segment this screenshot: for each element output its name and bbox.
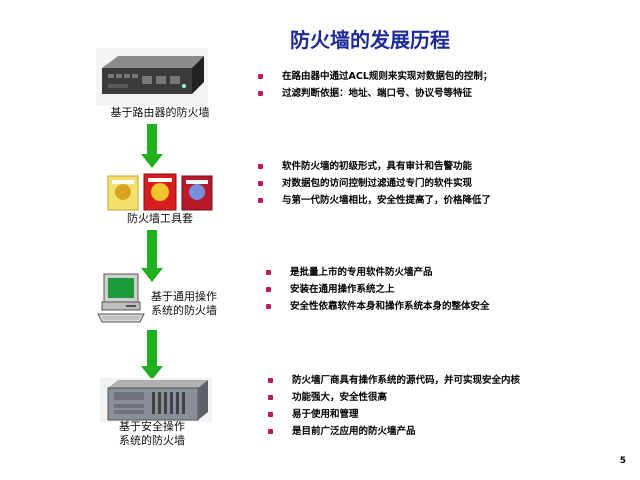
down-arrow-icon (141, 330, 163, 380)
desktop-computer-image (96, 272, 146, 324)
bullet-item: 功能强大，安全性很高 (266, 389, 520, 406)
stage-3-label: 基于通用操作 系统的防火墙 (151, 290, 217, 317)
page-number: 5 (619, 456, 626, 466)
page-title: 防火墙的发展历程 (290, 28, 450, 52)
rack-server-image (100, 378, 212, 422)
stage-2-label: 防火墙工具套 (127, 212, 193, 225)
bullet-item: 与第一代防火墙相比，安全性提高了，价格降低了 (256, 192, 491, 209)
stage-4-bullets: 防火墙厂商具有操作系统的源代码，并可实现安全内核 功能强大，安全性很高 易于使用… (266, 372, 520, 440)
down-arrow-icon (141, 230, 163, 282)
bullet-item: 软件防火墙的初级形式，具有审计和告警功能 (256, 158, 491, 175)
bullet-item: 在路由器中通过ACL规则来实现对数据包的控制； (256, 68, 492, 85)
bullet-item: 防火墙厂商具有操作系统的源代码，并可实现安全内核 (266, 372, 520, 389)
bullet-item: 安装在通用操作系统之上 (264, 281, 490, 298)
stage-2-bullets: 软件防火墙的初级形式，具有审计和告警功能 对数据包的访问控制过滤通过专门的软件实… (256, 158, 491, 209)
bullet-item: 是批量上市的专用软件防火墙产品 (264, 264, 490, 281)
bullet-item: 易于使用和管理 (266, 406, 520, 423)
router-device-image (96, 48, 208, 106)
stage-1-bullets: 在路由器中通过ACL规则来实现对数据包的控制； 过滤判断依据：地址、端口号、协议… (256, 68, 492, 102)
software-boxes-image (106, 170, 214, 212)
stage-3-bullets: 是批量上市的专用软件防火墙产品 安装在通用操作系统之上 安全性依靠软件本身和操作… (264, 264, 490, 315)
down-arrow-icon (141, 124, 163, 168)
bullet-item: 安全性依靠软件本身和操作系统本身的整体安全 (264, 298, 490, 315)
stage-4-label: 基于安全操作 系统的防火墙 (119, 420, 185, 447)
bullet-item: 对数据包的访问控制过滤通过专门的软件实现 (256, 175, 491, 192)
bullet-item: 过滤判断依据：地址、端口号、协议号等特征 (256, 85, 492, 102)
stage-1-label: 基于路由器的防火墙 (110, 106, 210, 119)
bullet-item: 是目前广泛应用的防火墙产品 (266, 423, 520, 440)
